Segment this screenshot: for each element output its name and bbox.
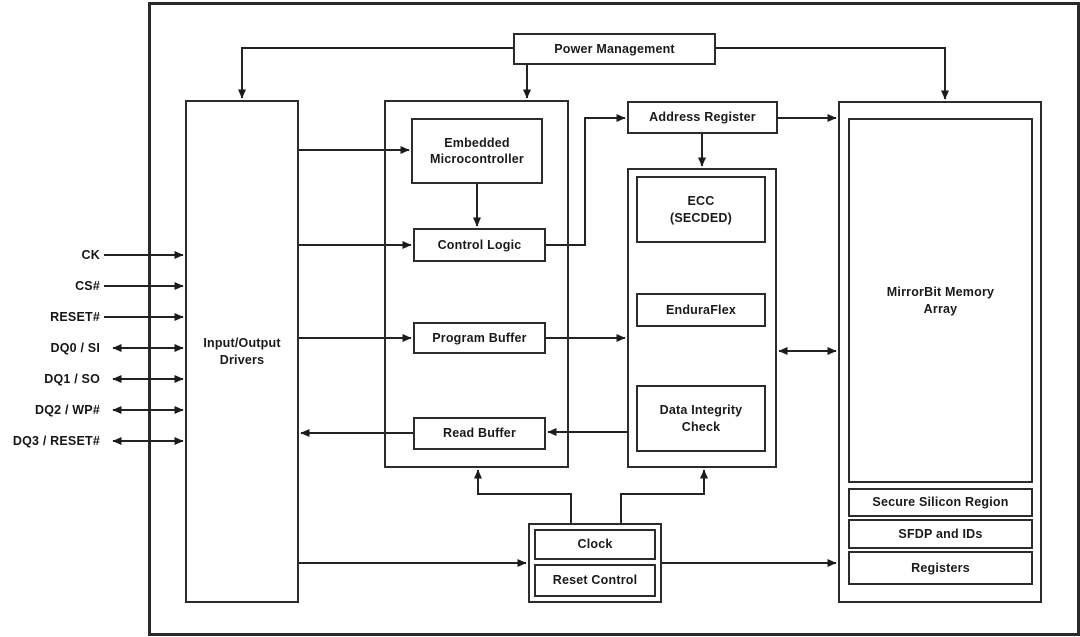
block-data-integrity-check: Data Integrity Check: [636, 385, 766, 452]
block-mirrorbit-memory-array: MirrorBit Memory Array: [848, 118, 1033, 483]
block-registers: Registers: [848, 551, 1033, 585]
pin-label-dq2-wp: DQ2 / WP#: [34, 403, 100, 417]
block-data-integrity-check-label: Data Integrity Check: [659, 403, 743, 434]
pin-label-dq1-so: DQ1 / SO: [44, 372, 100, 386]
block-control-logic: Control Logic: [413, 228, 546, 262]
pin-label-cs: CS#: [75, 279, 100, 293]
block-read-buffer: Read Buffer: [413, 417, 546, 450]
block-secure-silicon-region-label: Secure Silicon Region: [872, 495, 1009, 510]
block-address-register: Address Register: [627, 101, 778, 134]
clock-reset-container: Clock Reset Control: [528, 523, 662, 603]
block-ecc-secded-label: ECC (SECDED): [669, 194, 733, 225]
chip-boundary: [148, 2, 1080, 636]
pin-label-ck: CK: [81, 248, 100, 262]
block-ecc-secded: ECC (SECDED): [636, 176, 766, 243]
pin-label-reset: RESET#: [50, 310, 100, 324]
logic-block-container: [384, 100, 569, 468]
block-program-buffer-label: Program Buffer: [432, 330, 527, 345]
block-reset-control-label: Reset Control: [552, 573, 638, 588]
block-io-drivers: Input/Output Drivers: [185, 100, 299, 603]
block-secure-silicon-region: Secure Silicon Region: [848, 488, 1033, 517]
block-power-management-label: Power Management: [554, 41, 675, 56]
block-registers-label: Registers: [911, 560, 970, 575]
block-enduraflex-label: EnduraFlex: [665, 302, 737, 317]
block-sfdp-and-ids: SFDP and IDs: [848, 519, 1033, 549]
block-read-buffer-label: Read Buffer: [442, 426, 517, 441]
block-address-register-label: Address Register: [649, 110, 756, 125]
block-sfdp-and-ids-label: SFDP and IDs: [898, 526, 983, 541]
pin-label-dq3-reset: DQ3 / RESET#: [12, 434, 100, 448]
block-io-drivers-label: Input/Output Drivers: [203, 336, 281, 367]
block-clock: Clock: [534, 529, 656, 560]
block-control-logic-label: Control Logic: [437, 237, 522, 252]
block-mirrorbit-memory-array-label: MirrorBit Memory Array: [886, 285, 995, 316]
block-clock-label: Clock: [577, 537, 613, 552]
block-enduraflex: EnduraFlex: [636, 293, 766, 327]
block-power-management: Power Management: [513, 33, 716, 65]
block-embedded-microcontroller-label: Embedded Microcontroller: [430, 135, 524, 166]
pin-label-dq0-si: DQ0 / SI: [50, 341, 100, 355]
ecc-block-container: [627, 168, 777, 468]
block-embedded-microcontroller: Embedded Microcontroller: [411, 118, 543, 184]
block-program-buffer: Program Buffer: [413, 322, 546, 354]
memory-array-container: MirrorBit Memory Array Secure Silicon Re…: [838, 101, 1042, 603]
block-reset-control: Reset Control: [534, 564, 656, 597]
